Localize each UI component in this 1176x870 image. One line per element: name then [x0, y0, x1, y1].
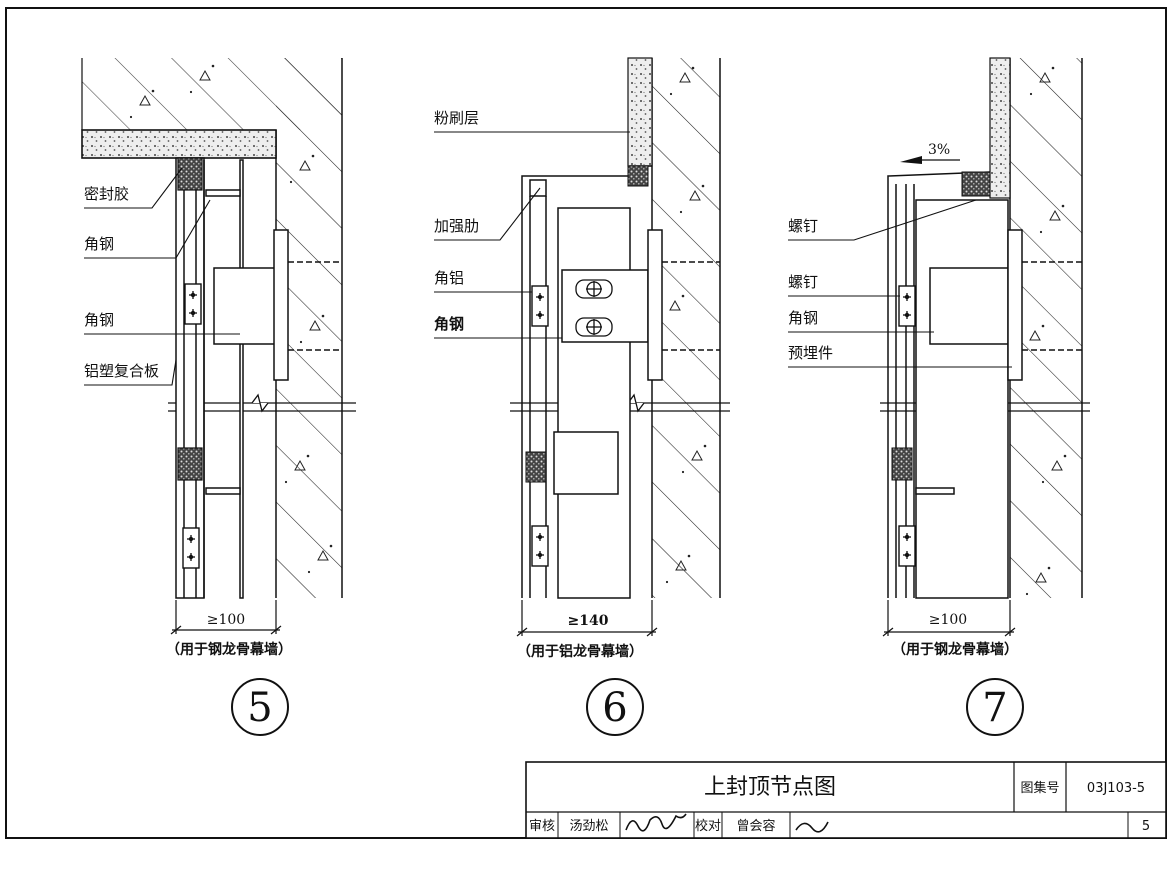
label-screw-1: 螺钉: [788, 217, 818, 235]
coping-slab-5: [81, 129, 277, 159]
dimension-7: [882, 600, 1016, 637]
detail-6: ≥140 （用于铝龙骨幕墙） 6 粉刷层 加强肋 角铝 角钢: [434, 57, 730, 736]
label-screw-2: 螺钉: [788, 273, 818, 291]
slope-indicator: 3%: [900, 142, 960, 164]
label-angle-steel-7: 角钢: [788, 309, 818, 327]
panel-frame-7: [887, 171, 1082, 599]
detail-number-5: 5: [247, 685, 272, 731]
leaders-7: [788, 199, 1012, 368]
sealant-6: [525, 451, 547, 483]
wall-5: [81, 58, 343, 598]
dimension-5: [170, 600, 282, 635]
leaders-5: [84, 167, 240, 386]
dimension-text-5: ≥100: [207, 612, 245, 628]
detail-7: 3% ≥100 （用于钢龙骨幕墙） 7 螺钉 螺钉 角钢 预埋件: [788, 57, 1090, 736]
checker-name: 曾会容: [736, 818, 775, 834]
reviewer-name: 汤劲松: [569, 819, 608, 834]
checker-signature: [795, 821, 829, 833]
reviewer-signature: [625, 813, 687, 832]
leaders-6: [434, 131, 630, 339]
bolts-6: [575, 279, 613, 337]
detail-5: ≥100 （用于钢龙骨幕墙） 5 密封胶 角钢 角钢 铝塑复合板: [81, 58, 356, 736]
slope-text: 3%: [928, 142, 950, 158]
wall-6: [627, 57, 721, 598]
dimension-text-7: ≥100: [929, 612, 967, 628]
label-stiffener-rib: 加强肋: [434, 217, 479, 235]
review-label: 审核: [529, 819, 555, 834]
drawing-title: 上封顶节点图: [704, 775, 836, 800]
detail-number-circle-6: [586, 678, 644, 736]
atlas-number: 03J103-5: [1087, 781, 1145, 796]
detail-number-7: 7: [982, 685, 1007, 731]
title-block: 上封顶节点图 图集号 03J103-5 审核 汤劲松 校对 曾会容 5: [525, 761, 1167, 839]
page-number: 5: [1142, 819, 1150, 834]
label-sealant: 密封胶: [84, 185, 129, 203]
usage-text-5: （用于钢龙骨幕墙）: [166, 641, 292, 658]
dimension-text-6: ≥140: [568, 613, 609, 629]
label-embedded-part: 预埋件: [788, 344, 833, 362]
label-plaster-layer: 粉刷层: [434, 109, 479, 127]
check-label: 校对: [695, 818, 721, 834]
sealant-7: [891, 447, 913, 481]
label-angle-steel-2: 角钢: [84, 311, 114, 329]
panel-frame-5: [175, 157, 342, 599]
dimension-6: [516, 600, 658, 637]
detail-number-6: 6: [602, 685, 627, 731]
usage-text-7: （用于钢龙骨幕墙）: [892, 641, 1018, 658]
label-angle-steel-1: 角钢: [84, 235, 114, 253]
detail-number-circle-7: [966, 678, 1024, 736]
plaster-layer-6: [627, 57, 653, 167]
atlas-label: 图集号: [1020, 780, 1059, 796]
sealant-5: [177, 157, 203, 191]
detail-number-circle-5: [231, 678, 289, 736]
label-aluminum-composite-panel: 铝塑复合板: [84, 362, 159, 380]
label-angle-aluminum: 角铝: [434, 269, 464, 287]
label-angle-steel-6: 角钢: [434, 315, 464, 333]
usage-text-6: （用于铝龙骨幕墙）: [517, 643, 643, 660]
